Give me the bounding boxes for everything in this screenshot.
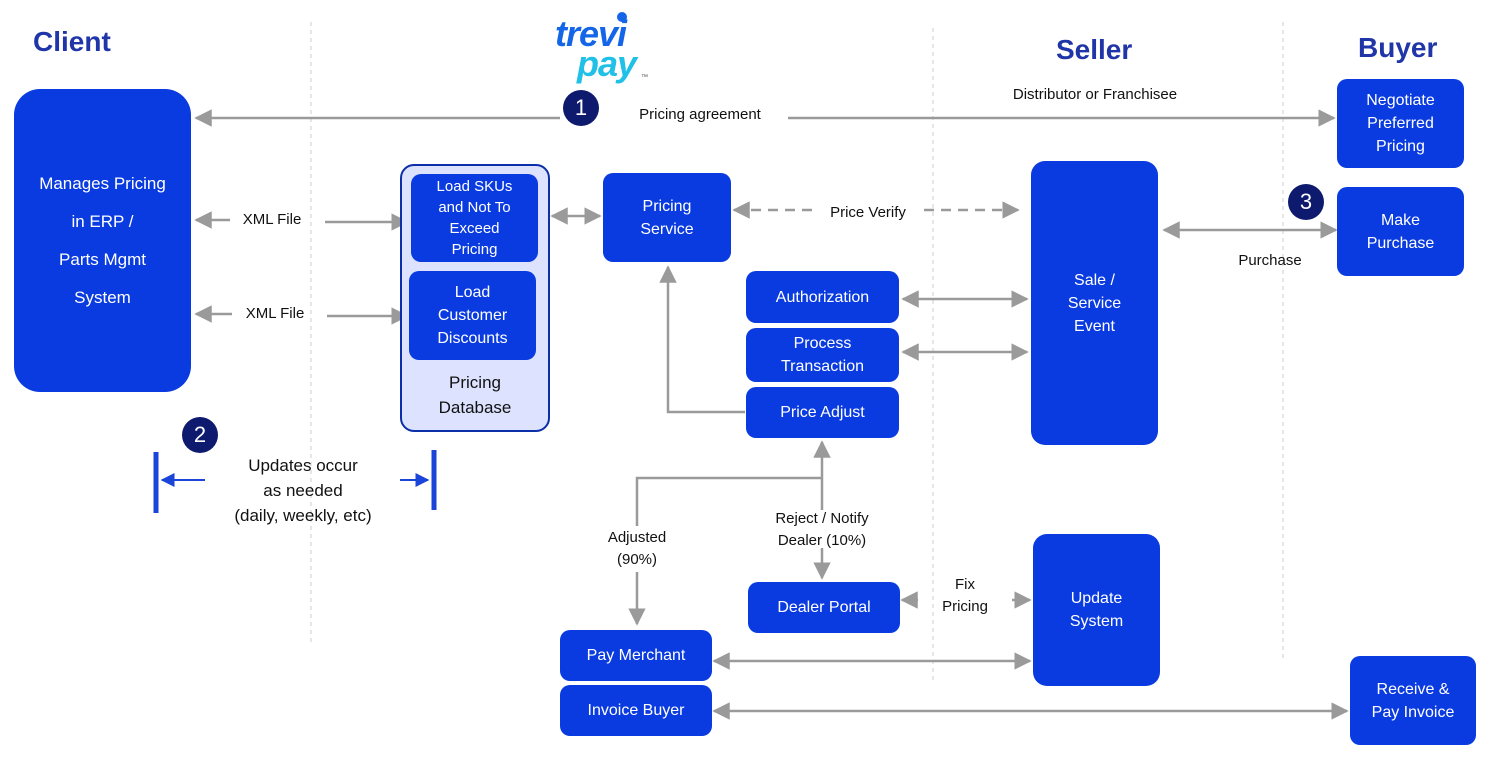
authorization-box: Authorization [746,271,899,323]
column-buyer-heading: Buyer [1358,32,1438,63]
label-reject-notify: Reject / Notify Dealer (10%) [775,510,869,549]
update-system-box: Update System [1033,534,1160,686]
negotiate-pricing-box: Negotiate Preferred Pricing [1337,79,1464,168]
logo-pay: pay [577,43,637,84]
load-discounts-box: Load Customer Discounts [409,271,536,360]
invoice-buyer-box: Invoice Buyer [560,685,712,736]
step-2-badge: 2 [182,417,218,453]
step-3-badge: 3 [1288,184,1324,220]
line-branch [635,476,822,526]
pricing-database-label: Pricing Database [438,373,512,417]
step-1-badge: 1 [563,90,599,126]
dealer-portal-box: Dealer Portal [748,582,900,633]
make-purchase-box: Make Purchase [1337,187,1464,276]
label-distributor: Distributor or Franchisee [1012,86,1178,103]
arrow-adjust-service [659,265,745,414]
label-purchase: Purchase [1238,252,1302,269]
price-adjust-box: Price Adjust [746,387,899,438]
column-seller-heading: Seller [1056,34,1133,65]
label-xml-file-1: XML File [242,211,302,228]
logo-trademark: ™ [641,74,648,81]
label-adjusted: Adjusted (90%) [607,529,667,568]
receive-pay-invoice-box: Receive & Pay Invoice [1350,656,1476,745]
client-erp-box: Manages Pricing in ERP / Parts Mgmt Syst… [14,89,191,392]
column-dividers [310,22,1284,680]
label-fix-pricing: Fix Pricing [942,576,988,615]
sale-service-event-box: Sale / Service Event [1031,161,1158,445]
logo-trevi: trevi [555,13,627,54]
label-pricing-agreement: Pricing agreement [639,106,761,123]
logo-dot [617,12,627,22]
label-price-verify: Price Verify [830,204,906,221]
load-skus-box: Load SKUs and Not To Exceed Pricing [411,174,538,262]
pay-merchant-box: Pay Merchant [560,630,712,681]
label-updates: Updates occur as needed (daily, weekly, … [234,456,372,525]
pricing-service-box: Pricing Service [603,173,731,262]
label-xml-file-2: XML File [245,305,305,322]
process-transaction-box: Process Transaction [746,328,899,382]
column-client-heading: Client [33,26,111,57]
trevipay-logo: trevi pay ™ [555,12,655,88]
update-bracket [153,450,437,513]
